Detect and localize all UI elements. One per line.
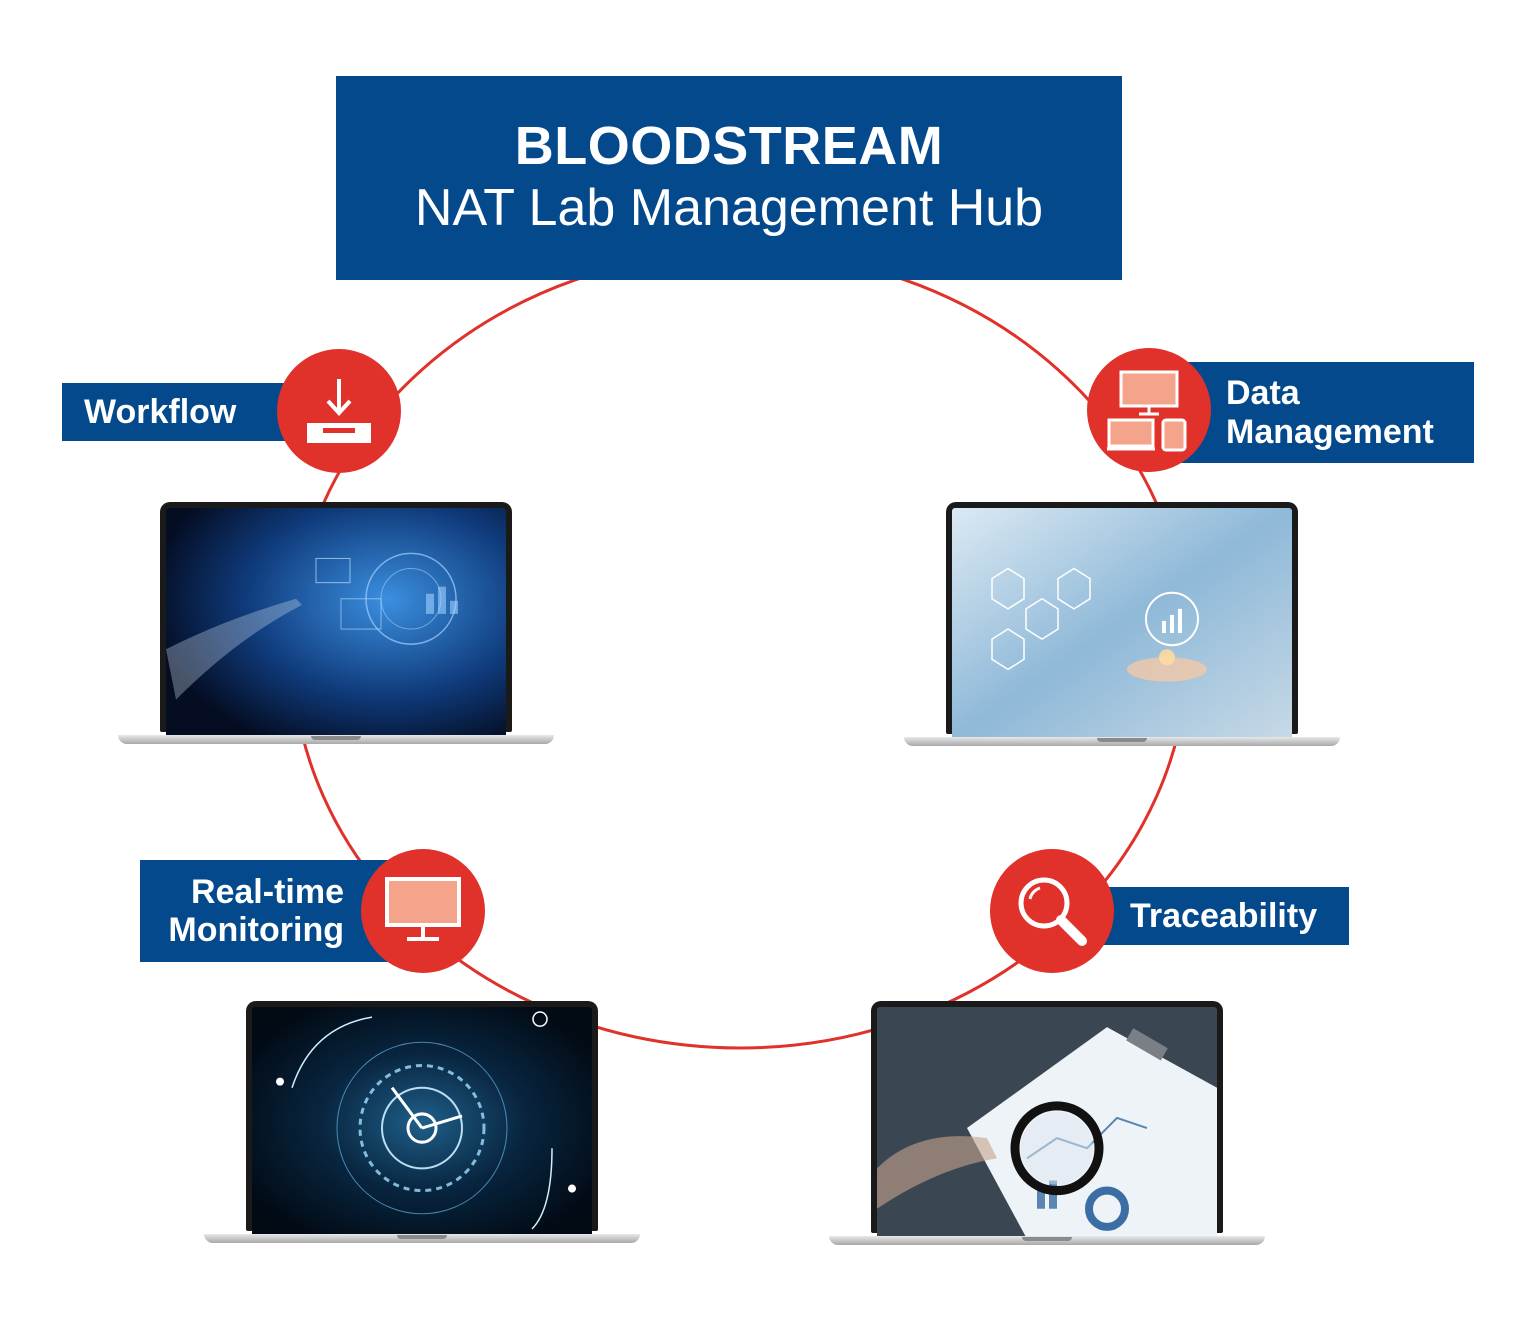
magnifier-icon — [1018, 877, 1087, 946]
data-management-laptop — [904, 502, 1340, 746]
data-management-line-2: Management — [1226, 412, 1434, 451]
workflow-laptop — [118, 502, 554, 744]
monitoring-laptop — [204, 1001, 640, 1243]
traceability-label-text: Traceability — [1130, 896, 1318, 935]
traceability-badge — [990, 849, 1114, 973]
traceability-laptop-screen — [877, 1007, 1217, 1239]
workflow-label-text: Workflow — [84, 392, 237, 431]
workflow-badge — [277, 349, 401, 473]
data-management-label: Data Management — [1168, 362, 1474, 463]
hub-title: BLOODSTREAM — [514, 116, 944, 177]
workflow-label: Workflow — [62, 383, 312, 441]
monitoring-label: Real-time Monitoring — [140, 860, 395, 962]
monitor-icon — [385, 877, 461, 941]
hub-subtitle: NAT Lab Management Hub — [414, 178, 1044, 237]
monitoring-line-2: Monitoring — [168, 911, 344, 949]
monitoring-badge — [361, 849, 485, 973]
traceability-label: Traceability — [1070, 887, 1349, 945]
devices-icon — [1107, 370, 1187, 452]
data-management-laptop-screen — [952, 508, 1292, 740]
workflow-laptop-screen — [166, 508, 506, 738]
data-management-line-1: Data — [1226, 374, 1300, 413]
data-management-badge — [1087, 348, 1211, 472]
hub-title-box: BLOODSTREAM NAT Lab Management Hub — [336, 76, 1122, 280]
inbox-download-icon — [307, 379, 371, 443]
monitoring-line-1: Real-time — [190, 872, 344, 911]
traceability-laptop — [829, 1001, 1265, 1245]
monitoring-laptop-screen — [252, 1007, 592, 1237]
